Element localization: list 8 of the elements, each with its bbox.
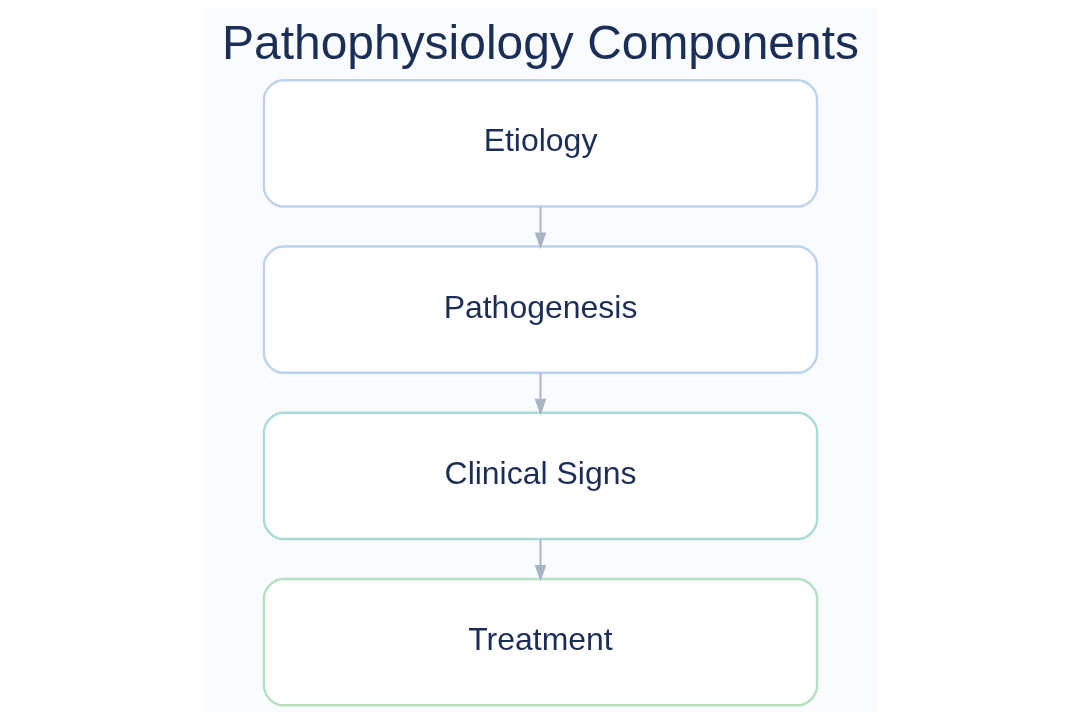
diagram-title: Pathophysiology Components: [221, 16, 859, 70]
node-box: Clinical Signs: [262, 411, 818, 541]
arrow: [534, 205, 546, 250]
arrow: [534, 371, 546, 416]
arrow: [534, 538, 546, 582]
node-box: Pathogenesis: [262, 245, 818, 374]
node-box: Etiology: [262, 79, 818, 208]
node-box: Treatment: [262, 577, 818, 707]
